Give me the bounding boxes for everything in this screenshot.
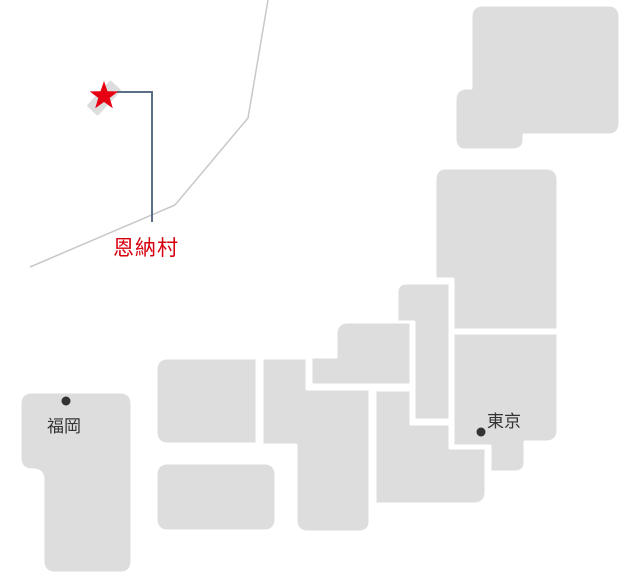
region-kyushu (18, 390, 134, 575)
dot-icon (61, 396, 71, 406)
city-label-fukuoka: 福岡 (47, 417, 81, 437)
star-icon (89, 81, 119, 109)
city-label-tokyo: 東京 (487, 412, 521, 432)
region-kinki (260, 356, 372, 534)
leader-line (117, 91, 153, 222)
inset-boundary-line (29, 0, 269, 268)
region-hokuriku (395, 281, 452, 422)
region-shikoku (154, 461, 278, 533)
region-kanto (451, 331, 560, 474)
target-label: 恩納村 (113, 236, 179, 260)
region-hokuriku-coast (309, 320, 413, 387)
region-chugoku (154, 356, 259, 446)
region-tohoku (433, 166, 560, 332)
region-chubu (373, 388, 488, 506)
region-hokkaido (453, 3, 622, 152)
dot-icon (476, 427, 486, 437)
